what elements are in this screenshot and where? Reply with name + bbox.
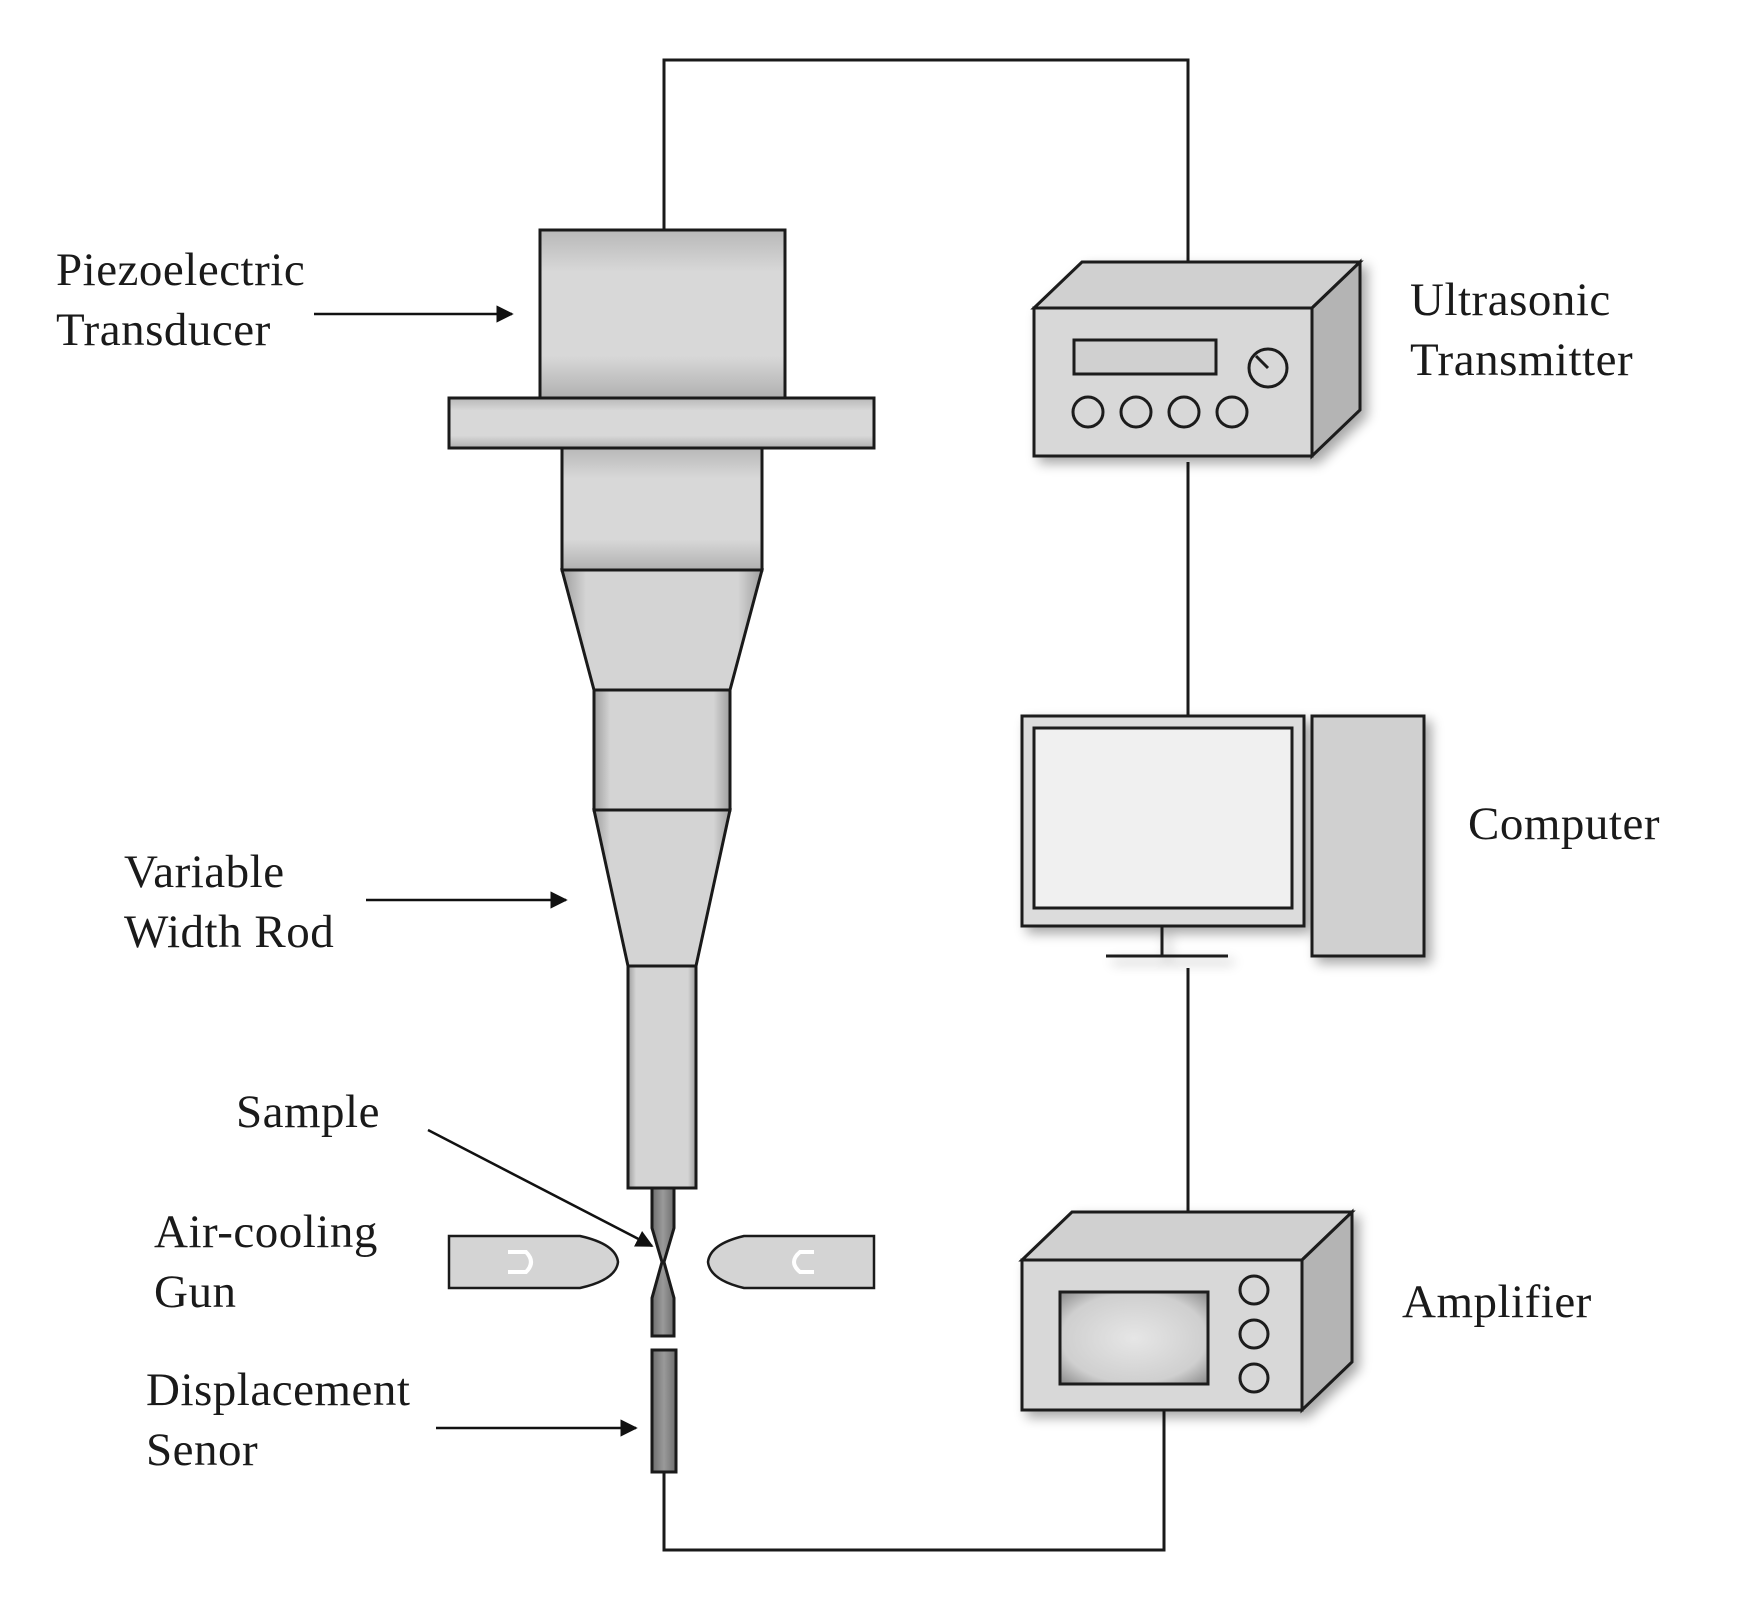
wire-amplifier-to-sensor bbox=[662, 1410, 1166, 1552]
displacement-sensor bbox=[650, 1348, 678, 1474]
label-displacement-sensor: Displacement Senor bbox=[146, 1360, 410, 1480]
label-sample: Sample bbox=[236, 1082, 380, 1142]
transmitter-dial-pointer bbox=[1254, 354, 1270, 370]
amplifier-knob-1 bbox=[1238, 1274, 1270, 1306]
transmitter-knob-3 bbox=[1167, 395, 1201, 429]
horn-taper-lower bbox=[592, 808, 732, 968]
label-variable-width-rod: Variable Width Rod bbox=[124, 842, 334, 962]
horn-tip-rod bbox=[626, 964, 698, 1190]
ultrasonic-transmitter bbox=[1030, 258, 1364, 460]
wiring bbox=[662, 58, 1190, 1552]
arrow-sample bbox=[427, 1128, 654, 1248]
booster-section bbox=[560, 446, 764, 572]
label-sample-text: Sample bbox=[236, 1086, 380, 1138]
air-cooling-gun-right bbox=[706, 1234, 876, 1290]
label-amplifier-text: Amplifier bbox=[1402, 1276, 1592, 1328]
amplifier bbox=[1018, 1208, 1356, 1414]
transmitter-display bbox=[1072, 338, 1218, 376]
transmitter-knob-1 bbox=[1071, 395, 1105, 429]
label-air-cooling-gun: Air-cooling Gun bbox=[154, 1202, 378, 1322]
label-ultrasonic-transmitter-line2: Transmitter bbox=[1410, 334, 1634, 386]
label-ultrasonic-transmitter-line1: Ultrasonic bbox=[1410, 274, 1611, 326]
label-piezoelectric-transducer: Piezoelectric Transducer bbox=[56, 240, 305, 360]
piezoelectric-transducer bbox=[538, 228, 787, 400]
ultrasonic-horn bbox=[447, 228, 876, 1190]
computer-tower bbox=[1310, 714, 1426, 958]
nozzle-mark-right bbox=[792, 1250, 814, 1274]
label-air-cooling-gun-line2: Gun bbox=[154, 1266, 237, 1318]
label-variable-width-rod-line1: Variable bbox=[124, 846, 285, 898]
sample bbox=[650, 1186, 676, 1338]
horn-taper-upper bbox=[560, 568, 764, 692]
horn-middle-section bbox=[592, 688, 732, 812]
air-cooling-gun-left bbox=[447, 1234, 620, 1290]
flange bbox=[447, 396, 876, 450]
transmitter-knob-4 bbox=[1215, 395, 1249, 429]
amplifier-knob-3 bbox=[1238, 1362, 1270, 1394]
air-cooling-guns bbox=[447, 1234, 876, 1290]
label-variable-width-rod-line2: Width Rod bbox=[124, 906, 335, 958]
label-computer: Computer bbox=[1468, 794, 1660, 854]
label-ultrasonic-transmitter: Ultrasonic Transmitter bbox=[1410, 270, 1633, 390]
label-displacement-sensor-line1: Displacement bbox=[146, 1364, 411, 1416]
label-amplifier: Amplifier bbox=[1402, 1272, 1592, 1332]
wire-transducer-to-transmitter bbox=[662, 58, 1190, 262]
label-piezoelectric-line2: Transducer bbox=[56, 304, 271, 356]
amplifier-screen bbox=[1058, 1290, 1210, 1386]
nozzle-mark-left bbox=[508, 1250, 533, 1274]
label-displacement-sensor-line2: Senor bbox=[146, 1424, 259, 1476]
callout-arrows bbox=[314, 305, 654, 1437]
computer-screen bbox=[1032, 726, 1294, 910]
label-air-cooling-gun-line1: Air-cooling bbox=[154, 1206, 378, 1258]
computer bbox=[1020, 714, 1426, 958]
amplifier-top-face bbox=[1018, 1210, 1356, 1262]
transmitter-top-face bbox=[1030, 260, 1364, 310]
amplifier-knob-2 bbox=[1238, 1318, 1270, 1350]
label-computer-text: Computer bbox=[1468, 798, 1660, 850]
transmitter-knob-2 bbox=[1119, 395, 1153, 429]
label-piezoelectric-line1: Piezoelectric bbox=[56, 244, 306, 296]
